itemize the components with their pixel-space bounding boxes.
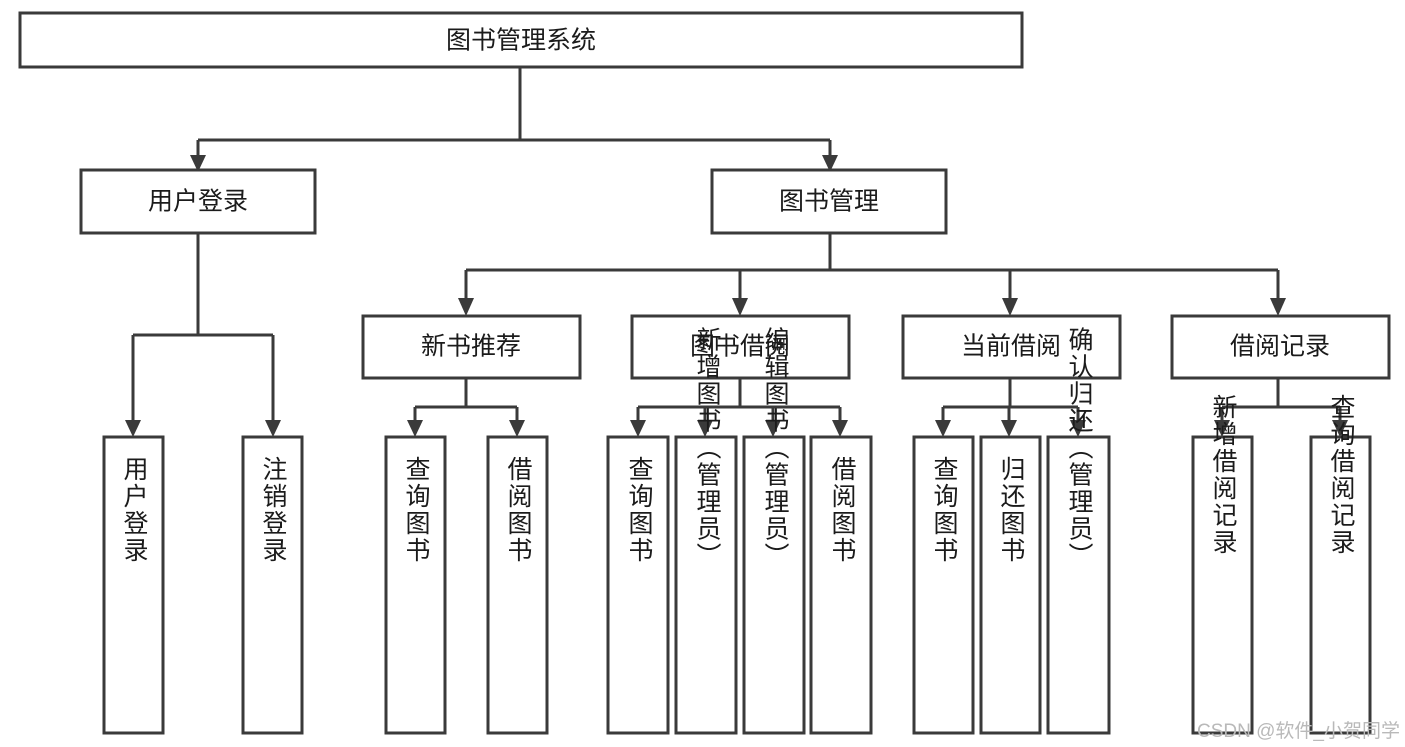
arrow-borrow-record-leaf-2 [1332,420,1348,437]
leaf-user-login-1-box[interactable] [102,435,165,735]
arrow-book-mgmt-to-new-book [458,298,474,316]
node-borrow-record-label: 借阅记录 [1230,333,1330,361]
arrow-root-to-book-mgmt [822,155,838,172]
node-root-label: 图书管理系统 [446,27,596,55]
leaf-current-borrow-1[interactable]: 查询图书 [912,435,975,735]
node-root-system[interactable]: 图书管理系统 [18,11,1024,69]
node-current-borrow-label: 当前借阅 [961,333,1061,361]
leaf-book-borrow-4-box[interactable] [809,435,873,735]
leaf-user-login-1-label: 用户登录 [120,456,149,564]
node-current-borrow[interactable]: 当前借阅 [901,314,1122,380]
node-book-borrow-box[interactable] [630,314,851,380]
leaf-new-book-2-label: 借阅图书 [504,456,533,564]
leaf-borrow-record-1[interactable]: 新增借阅记录 [1191,394,1254,735]
leaf-current-borrow-3-label: 确认归还（管理员） [1065,327,1094,570]
leaf-borrow-record-2-label: 查询借阅记录 [1327,394,1356,556]
node-book-management-box[interactable] [710,168,948,235]
leaf-current-borrow-1-label: 查询图书 [930,456,959,564]
node-new-book-recommend[interactable]: 新书推荐 [361,314,582,380]
leaf-book-borrow-4-label: 借阅图书 [828,456,857,564]
leaf-new-book-1[interactable]: 查询图书 [384,435,447,735]
leaf-book-borrow-2[interactable]: 新增图书（管理员） [674,327,738,735]
leaf-new-book-2-box[interactable] [486,435,549,735]
arrow-book-mgmt-to-record [1270,298,1286,316]
leaf-book-borrow-2-box[interactable] [674,435,738,735]
arrow-book-mgmt-to-borrow [732,298,748,316]
leaf-current-borrow-1-box[interactable] [912,435,975,735]
arrow-user-login-leaf-1 [125,420,141,437]
leaf-current-borrow-3-box[interactable] [1046,435,1111,735]
node-user-login-label: 用户登录 [148,188,248,216]
leaf-book-borrow-3-label: 编辑图书（管理员） [761,327,790,570]
arrow-book-borrow-leaf-4 [832,420,848,437]
node-borrow-record-box[interactable] [1170,314,1391,380]
node-book-borrow-label: 图书借阅 [690,333,790,361]
leaf-book-borrow-1-label: 查询图书 [625,456,654,564]
arrow-root-to-user-login [190,155,206,172]
node-book-management[interactable]: 图书管理 [710,168,948,235]
leaf-book-borrow-4[interactable]: 借阅图书 [809,435,873,735]
node-new-book-recommend-label: 新书推荐 [421,333,521,361]
arrow-book-borrow-leaf-1 [630,420,646,437]
arrow-user-login-leaf-2 [265,420,281,437]
arrow-book-borrow-leaf-2 [697,420,713,437]
node-current-borrow-box[interactable] [901,314,1122,380]
leaf-new-book-2[interactable]: 借阅图书 [486,435,549,735]
node-book-borrow[interactable]: 图书借阅 [630,314,851,380]
node-borrow-record[interactable]: 借阅记录 [1170,314,1391,380]
watermark: CSDN @软件_小贺同学 [1197,720,1400,742]
leaf-current-borrow-2-box[interactable] [979,435,1042,735]
leaf-current-borrow-3[interactable]: 确认归还（管理员） [1046,327,1111,735]
leaf-borrow-record-2[interactable]: 查询借阅记录 [1309,394,1372,735]
leaf-current-borrow-2-label: 归还图书 [997,456,1026,564]
node-root-box[interactable] [18,11,1024,69]
leaf-user-login-2-label: 注销登录 [259,456,288,564]
leaf-user-login-2-box[interactable] [241,435,304,735]
leaf-new-book-1-box[interactable] [384,435,447,735]
arrow-current-borrow-leaf-1 [935,420,951,437]
leaf-book-borrow-3-box[interactable] [742,435,806,735]
leaf-borrow-record-2-box[interactable] [1309,435,1372,735]
arrow-new-book-leaf-2 [509,420,525,437]
connector-layer [125,67,1348,437]
arrow-new-book-leaf-1 [407,420,423,437]
node-user-login-box[interactable] [79,168,317,235]
leaf-book-borrow-3[interactable]: 编辑图书（管理员） [742,327,806,735]
arrow-current-borrow-leaf-3 [1070,420,1086,437]
leaf-book-borrow-1[interactable]: 查询图书 [606,435,670,735]
leaf-user-login-2[interactable]: 注销登录 [241,435,304,735]
leaf-borrow-record-1-label: 新增借阅记录 [1209,394,1238,556]
arrow-book-mgmt-to-current [1002,298,1018,316]
leaf-new-book-1-label: 查询图书 [402,456,431,564]
leaf-book-borrow-1-box[interactable] [606,435,670,735]
node-book-management-label: 图书管理 [779,188,879,216]
arrow-current-borrow-leaf-2 [1001,420,1017,437]
leaf-book-borrow-2-label: 新增图书（管理员） [693,327,722,570]
arrow-book-borrow-leaf-3 [765,420,781,437]
leaf-user-login-1[interactable]: 用户登录 [102,435,165,735]
leaf-current-borrow-2[interactable]: 归还图书 [979,435,1042,735]
node-user-login[interactable]: 用户登录 [79,168,317,235]
leaf-borrow-record-1-box[interactable] [1191,435,1254,735]
arrow-borrow-record-leaf-1 [1214,420,1230,437]
node-new-book-recommend-box[interactable] [361,314,582,380]
